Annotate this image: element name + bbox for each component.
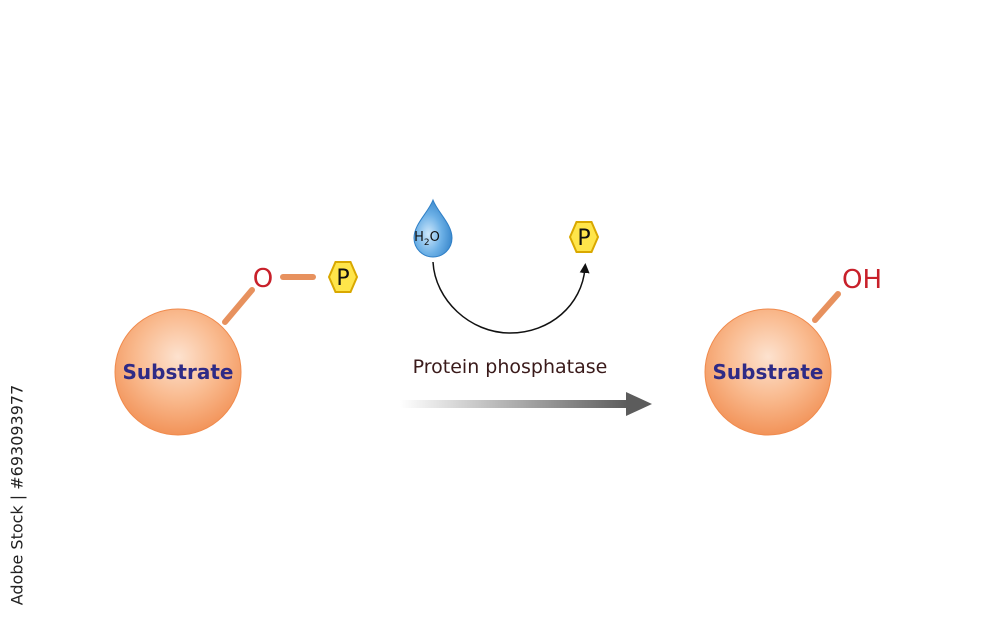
curved-reaction-arrow — [432, 261, 590, 334]
product-hydroxyl-label: OH — [842, 265, 882, 295]
product-bond-stem — [812, 291, 841, 323]
released-phosphate-label: P — [577, 226, 590, 251]
enzyme-step: H2O P Protein phosphatase — [413, 198, 608, 378]
product-substrate-label: Substrate — [713, 360, 824, 384]
reactant-phosphate-label: P — [336, 266, 349, 291]
stock-id-text: Adobe Stock | #693093977 — [7, 384, 27, 606]
reactant-oxygen-label: O — [253, 264, 273, 294]
stock-id-watermark: Adobe Stock | #693093977 — [2, 385, 32, 606]
reactant-bond-stem — [222, 287, 255, 325]
water-drop-icon — [413, 198, 453, 258]
reactant-substrate-sphere — [114, 308, 242, 436]
product-group: Substrate OH — [704, 265, 882, 436]
main-reaction-arrow — [400, 392, 652, 416]
released-phosphate-hexagon — [568, 221, 600, 253]
water-formula: H2O — [414, 230, 440, 248]
enzyme-label: Protein phosphatase — [413, 356, 608, 378]
reactant-group: Substrate O P — [114, 261, 359, 436]
reactant-phosphate-hexagon — [327, 261, 359, 293]
arrow-shaft — [400, 400, 628, 408]
product-substrate-sphere — [704, 308, 832, 436]
reactant-substrate-label: Substrate — [123, 360, 234, 384]
arrow-head — [626, 392, 652, 416]
